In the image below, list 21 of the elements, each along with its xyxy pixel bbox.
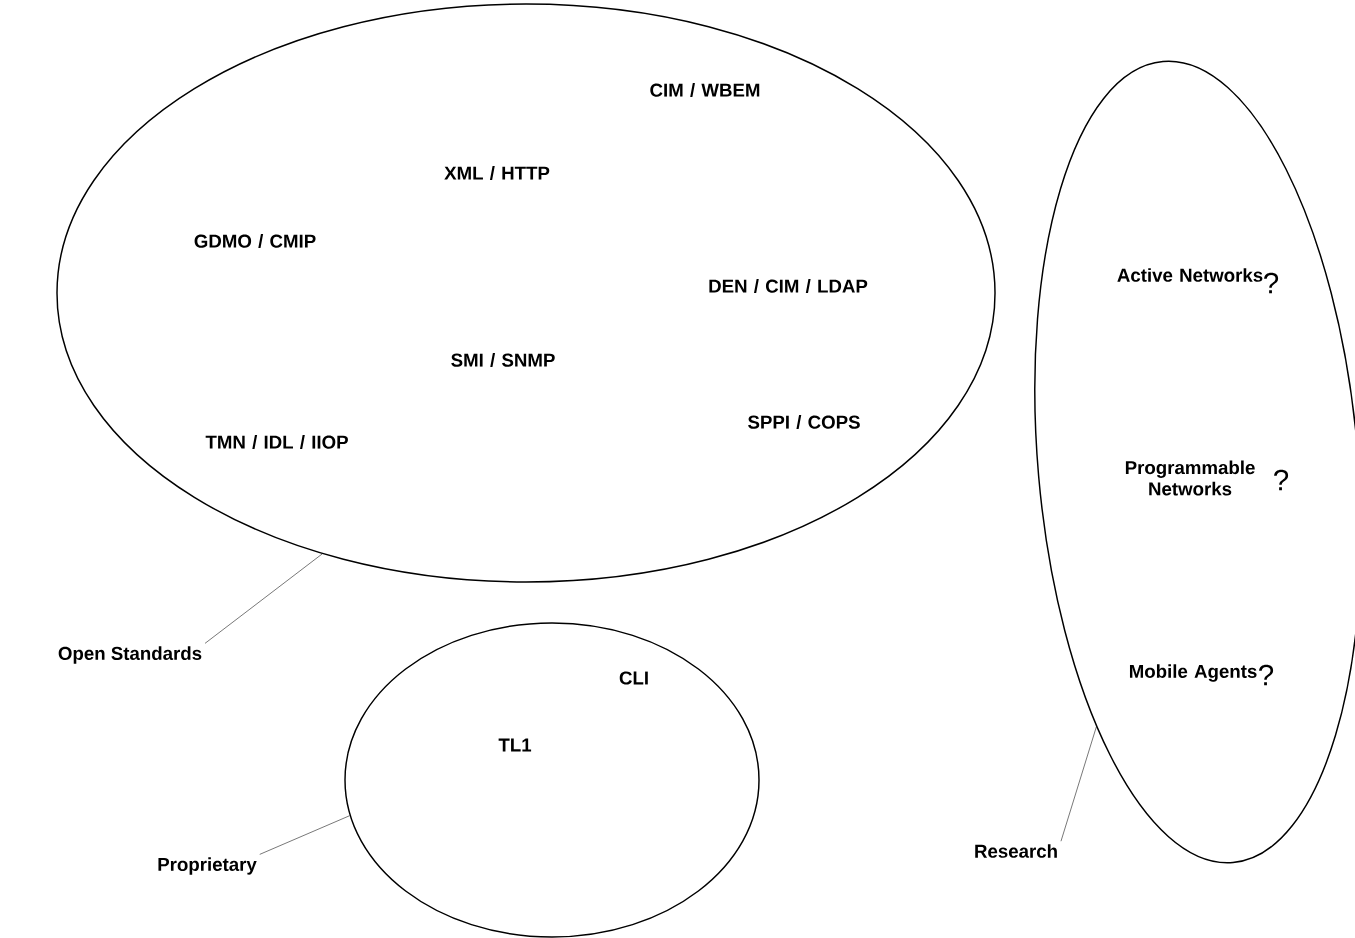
category-label: Programmable Networks	[1125, 460, 1255, 496]
leader-line	[1060, 726, 1097, 842]
category-label: DEN / CIM / LDAP	[709, 279, 868, 293]
group-label: Proprietary	[158, 857, 257, 875]
category-label: GDMO / CMIP	[194, 234, 316, 248]
category-label: TMN / IDL / IIOP	[205, 435, 348, 449]
question-mark: ?	[1259, 664, 1274, 686]
question-mark: ?	[1274, 469, 1289, 491]
category-label: Mobile Agents	[1130, 664, 1257, 682]
category-label: CIM / WBEM	[650, 83, 760, 97]
category-label: Active Networks	[1117, 268, 1263, 282]
category-label: SPPI / COPS	[748, 415, 860, 429]
leader-line	[204, 553, 323, 644]
category-label: CLI	[619, 671, 648, 685]
category-label: XML / HTTP	[444, 166, 550, 180]
category-label: TL1	[498, 738, 532, 752]
question-mark: ?	[1264, 272, 1279, 294]
category-label: SMI / SNMP	[451, 353, 555, 367]
group-label: Research	[975, 844, 1057, 858]
leader-line	[259, 815, 350, 855]
group-label: Open Standards	[58, 646, 202, 664]
